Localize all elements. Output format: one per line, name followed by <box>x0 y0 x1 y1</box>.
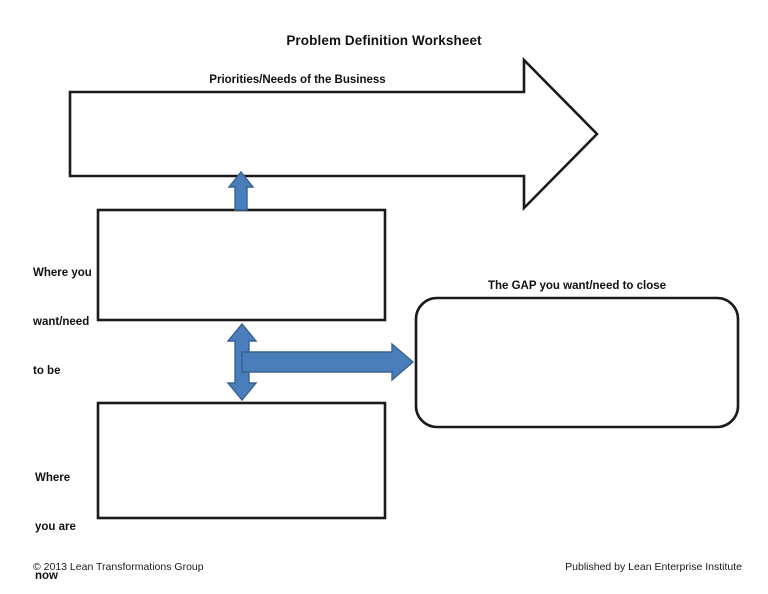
priorities-banner-arrow <box>68 56 599 212</box>
current-state-caption: Where you are now <box>35 437 99 594</box>
current-state-box[interactable] <box>96 401 387 520</box>
gap-box-label: The GAP you want/need to close <box>487 280 667 292</box>
future-state-box[interactable] <box>96 208 387 322</box>
publisher-line-1: Published by Lean Enterprise Institute <box>565 560 742 573</box>
future-state-caption-line2: want/need <box>33 315 90 328</box>
future-state-caption-line1: Where you <box>33 266 92 279</box>
copyright-notice: © 2013 Lean Transformations Group All ri… <box>33 530 204 594</box>
copyright-line-1: © 2013 Lean Transformations Group <box>33 560 204 573</box>
priorities-banner-label: Priorities/Needs of the Business <box>209 74 386 86</box>
current-state-caption-line1: Where <box>35 471 71 484</box>
up-arrow-icon <box>227 170 255 211</box>
current-state-caption-line2: you are <box>35 520 76 533</box>
current-state-caption-line3: now <box>35 569 58 582</box>
page-title: Problem Definition Worksheet <box>286 33 482 48</box>
publisher-notice: Published by Lean Enterprise Institute o… <box>565 530 742 594</box>
right-arrow-icon <box>241 342 415 382</box>
gap-box[interactable] <box>414 296 740 429</box>
future-state-caption: Where you want/need to be <box>33 232 97 412</box>
future-state-caption-line3: to be <box>33 364 61 377</box>
